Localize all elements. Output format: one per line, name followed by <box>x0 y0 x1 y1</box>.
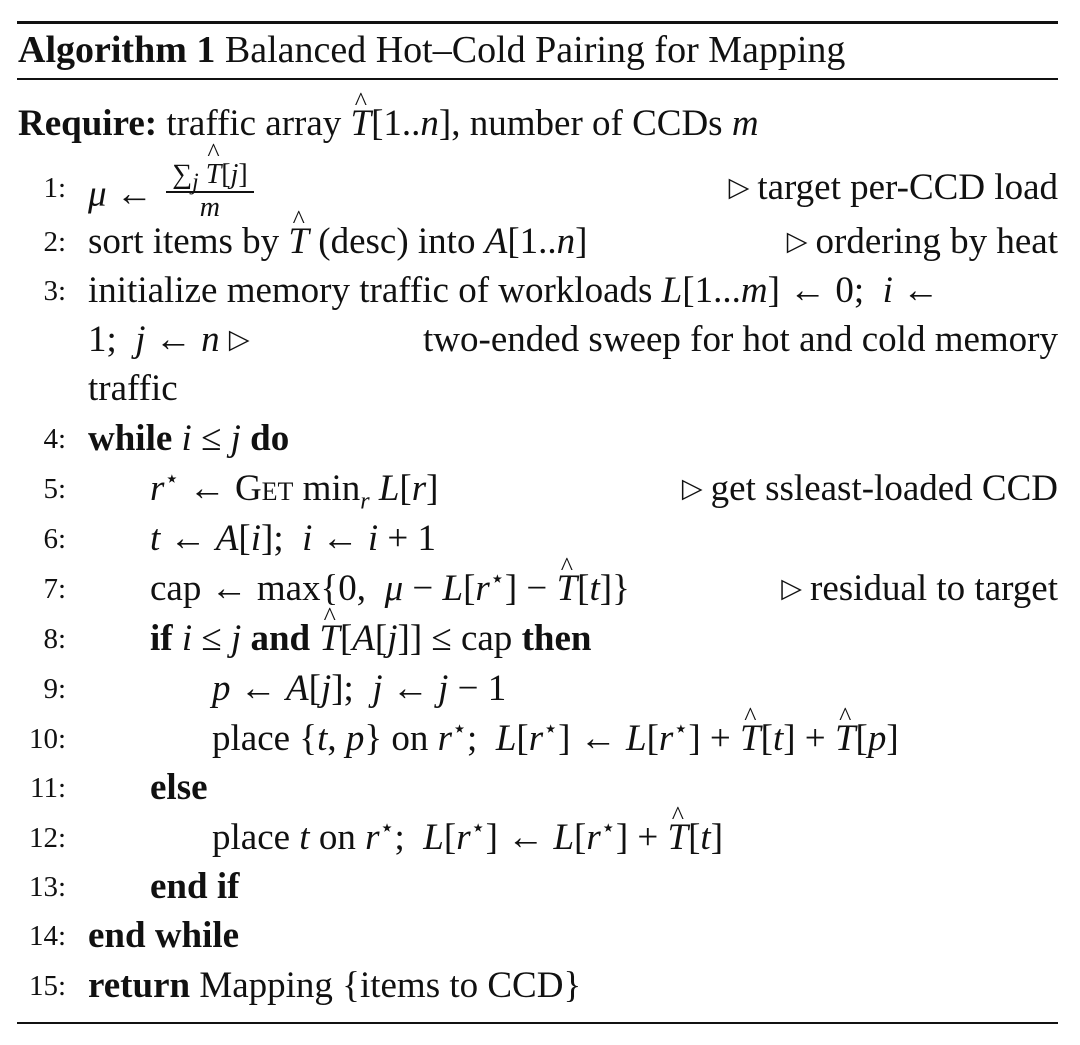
line-body: traffic <box>88 368 178 409</box>
algo-line-10: 10: place {t, p} on r⋆; L[r⋆] ← L[r⋆] + … <box>0 716 1058 762</box>
line-body: sort items by T (desc) into A[1..n] <box>88 219 587 265</box>
line-body: else <box>150 767 208 808</box>
line-number: 8: <box>43 623 66 655</box>
comment-triangle-icon: ▷ <box>781 573 803 603</box>
algo-line-5: 5: r⋆ ← Get minr L[r] ▷get ssleast-loade… <box>0 466 1058 515</box>
line-body: p ← A[j]; j ← j − 1 <box>212 668 507 709</box>
line-number: 13: <box>28 871 66 903</box>
line-body: r⋆ ← Get minr L[r] <box>150 466 439 515</box>
bottom-rule <box>17 1022 1058 1024</box>
line-body: place t on r⋆; L[r⋆] ← L[r⋆] + T[t] <box>212 815 723 861</box>
require-line: Require: traffic array T[1..n], number o… <box>18 101 759 147</box>
line-number: 14: <box>28 920 66 952</box>
algo-line-11: 11: else <box>0 765 1058 811</box>
line-number: 1: <box>43 172 66 204</box>
algo-line-7: 7: cap ← max{0, μ − L[r⋆] − T[t]} ▷resid… <box>0 566 1058 612</box>
line-number: 3: <box>43 275 66 307</box>
line-body: end while <box>88 915 240 956</box>
line-number: 15: <box>28 970 66 1002</box>
line-number: 4: <box>43 423 66 455</box>
line-body: end if <box>150 866 240 907</box>
algo-line-6: 6: t ← A[i]; i ← i + 1 <box>0 516 1058 562</box>
algo-line-9: 9: p ← A[j]; j ← j − 1 <box>0 666 1058 712</box>
algo-line-1: 1: μ ← ∑j T[j]m ▷target per-CCD load <box>0 159 1058 223</box>
comment-triangle-icon: ▷ <box>228 324 250 354</box>
line-body: μ ← ∑j T[j]m <box>88 159 258 229</box>
comment-triangle-icon: ▷ <box>681 473 703 503</box>
line-comment: ▷ordering by heat <box>786 221 1058 262</box>
line-number: 11: <box>30 772 66 804</box>
line-number: 5: <box>43 473 66 505</box>
algo-line-8: 8: if i ≤ j and T[A[j]] ≤ cap then <box>0 616 1058 662</box>
line-number: 2: <box>43 226 66 258</box>
algo-line-3-cont2: traffic <box>0 366 1058 412</box>
line-body: t ← A[i]; i ← i + 1 <box>150 518 437 559</box>
line-body: 1; j ← n ▷ <box>88 319 250 360</box>
line-body: place {t, p} on r⋆; L[r⋆] ← L[r⋆] + T[t]… <box>212 716 899 762</box>
line-body: return Mapping {items to CCD} <box>88 965 582 1006</box>
line-number: 7: <box>43 573 66 605</box>
line-comment: two-ended sweep for hot and cold memory <box>423 319 1058 360</box>
line-number: 12: <box>28 822 66 854</box>
line-body: initialize memory traffic of workloads L… <box>88 270 940 311</box>
line-comment: ▷residual to target <box>781 568 1058 609</box>
line-number: 10: <box>28 723 66 755</box>
algo-line-12: 12: place t on r⋆; L[r⋆] ← L[r⋆] + T[t] <box>0 815 1058 861</box>
line-body: if i ≤ j and T[A[j]] ≤ cap then <box>150 616 591 662</box>
require-keyword: Require: <box>18 103 158 144</box>
comment-triangle-icon: ▷ <box>728 172 750 202</box>
line-body: while i ≤ j do <box>88 418 290 459</box>
algo-line-3-cont: 1; j ← n ▷ two-ended sweep for hot and c… <box>0 317 1058 363</box>
algorithm-label: Algorithm 1 <box>18 29 216 71</box>
require-text: traffic array T[1..n], number of CCDs m <box>166 103 758 144</box>
line-body: cap ← max{0, μ − L[r⋆] − T[t]} <box>150 566 630 612</box>
algo-line-2: 2: sort items by T (desc) into A[1..n] ▷… <box>0 219 1058 265</box>
algo-line-13: 13: end if <box>0 864 1058 910</box>
comment-triangle-icon: ▷ <box>786 226 808 256</box>
line-number: 6: <box>43 523 66 555</box>
algo-line-3: 3: initialize memory traffic of workload… <box>0 268 1058 314</box>
algorithm-title: Algorithm 1 Balanced Hot–Cold Pairing fo… <box>18 27 845 73</box>
algo-line-15: 15: return Mapping {items to CCD} <box>0 963 1058 1009</box>
algo-line-4: 4: while i ≤ j do <box>0 416 1058 462</box>
algorithm-name: Balanced Hot–Cold Pairing for Mapping <box>224 29 846 71</box>
title-rule <box>17 78 1058 80</box>
line-number: 9: <box>43 673 66 705</box>
algo-line-14: 14: end while <box>0 913 1058 959</box>
line-comment: ▷get ssleast-loaded CCD <box>681 468 1058 509</box>
line-comment: ▷target per-CCD load <box>728 167 1058 208</box>
top-rule <box>17 21 1058 24</box>
